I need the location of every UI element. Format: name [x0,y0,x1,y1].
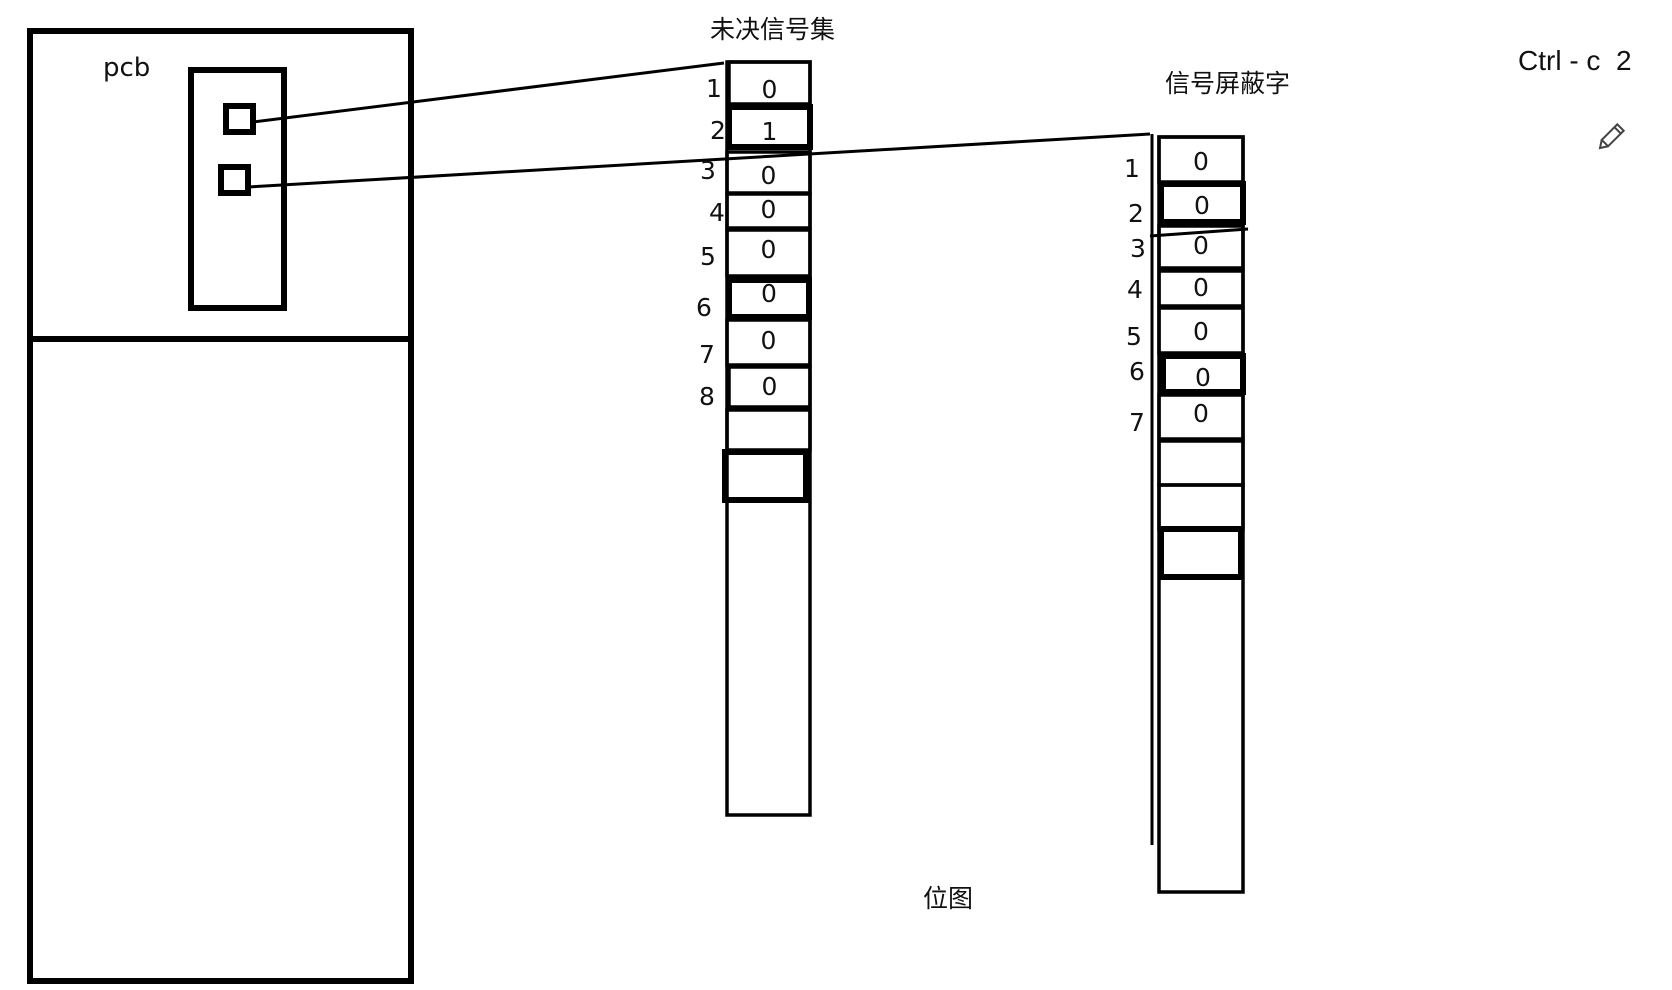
pending-set-bit: 1 [762,117,778,146]
shortcut-note: Ctrl - c 2 [1518,45,1632,76]
pending-set-bit: 0 [761,326,777,355]
pending-set-title: 未决信号集 [710,15,835,44]
pending-set-cell [727,365,812,409]
pending-set-cell [726,104,813,150]
pending-set-index: 2 [710,116,726,145]
mask-word-index: 6 [1129,357,1145,386]
pcb-outer-box [27,28,414,984]
mask-word-index: 3 [1130,234,1146,263]
pending-extra-cell [722,449,809,503]
mask-word-index: 4 [1127,275,1143,304]
mask-word-bit: 0 [1193,399,1209,428]
mask-word-cell [1160,353,1246,395]
pending-pointer-line [252,61,725,124]
mask-word-bit: 0 [1195,363,1211,392]
mask-pointer-line [247,132,1151,189]
pending-set-index: 5 [700,242,716,271]
pcb-label: pcb [103,53,150,83]
mask-extra-cell [1158,526,1244,580]
pending-set-cell [725,192,812,230]
mask-word-index: 7 [1129,408,1145,437]
pending-set-bit: 0 [761,279,777,308]
pencil-icon[interactable] [1597,122,1626,151]
pending-set-index: 4 [709,198,725,227]
mask-word-bit: 0 [1193,317,1209,346]
pending-set-bit: 0 [761,235,777,264]
pending-set-bit: 0 [761,195,777,224]
mask-word-index: 1 [1124,154,1140,183]
mask-word-cell [1158,181,1246,225]
pending-set-index: 1 [706,74,722,103]
mask-word-cell [1157,393,1245,441]
pending-extra-cell [725,408,812,452]
pending-set-bit: 0 [762,372,778,401]
mask-row-cross-stroke [1149,227,1249,238]
mask-word-bit: 0 [1193,231,1209,260]
mask-word-index: 2 [1128,199,1144,228]
pending-set-cell [726,277,812,320]
pending-pointer-box [223,103,256,135]
mask-word-title: 信号屏蔽字 [1165,69,1290,98]
pending-set-bit: 0 [762,75,778,104]
pcb-block: pcb [27,28,414,984]
mask-word-cell [1157,224,1245,270]
pcb-signal-table [188,67,287,311]
pending-set-bit: 0 [761,161,777,190]
mask-word-bit: 0 [1193,273,1209,302]
mask-word-bit: 0 [1194,191,1210,220]
pending-set-cell [725,318,812,367]
pending-set-index: 7 [699,340,715,369]
mask-extra-cell [1157,483,1245,531]
bitmap-label: 位图 [923,884,973,913]
pending-set-index: 6 [696,293,712,322]
mask-extra-cell [1157,439,1245,487]
pending-set-index: 3 [700,156,716,185]
pending-set-index: 8 [699,382,715,411]
mask-pointer-box [218,164,251,196]
mask-word-index: 5 [1126,322,1142,351]
mask-word-bit: 0 [1193,147,1209,176]
pending-set-cell [725,228,812,278]
mask-word-cell [1157,269,1245,308]
